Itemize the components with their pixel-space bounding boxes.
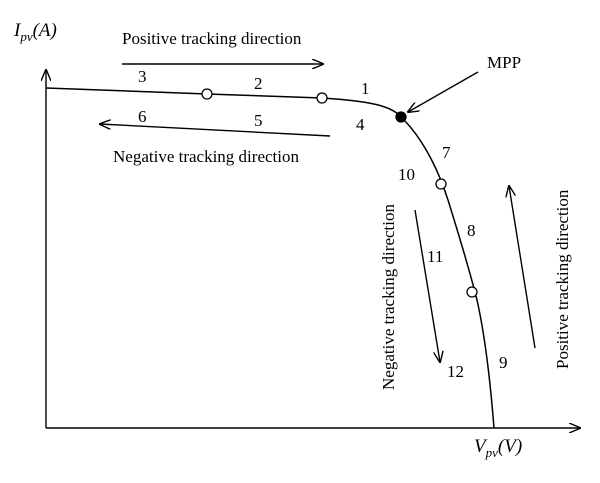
region-label-10: 10	[398, 165, 415, 184]
region-label-11: 11	[427, 247, 443, 266]
region-label-12: 12	[447, 362, 464, 381]
mpp-label: MPP	[487, 53, 521, 72]
region-label-5: 5	[254, 111, 263, 130]
region-label-1: 1	[361, 79, 370, 98]
operating-point-open	[201, 88, 213, 100]
x-axis-label: Vpv(V)	[474, 436, 522, 460]
operating-point-open	[316, 92, 328, 104]
region-label-3: 3	[138, 67, 147, 86]
negative-direction-arrow-top	[100, 124, 331, 137]
positive-direction-label-right: Positive tracking direction	[553, 189, 572, 369]
negative-direction-label-right: Negative tracking direction	[379, 204, 398, 390]
region-label-6: 6	[138, 107, 147, 126]
region-label-2: 2	[254, 74, 263, 93]
negative-direction-label-top: Negative tracking direction	[113, 147, 299, 166]
negative-direction-arrow-right	[414, 209, 440, 362]
positive-direction-label-top: Positive tracking direction	[122, 29, 302, 48]
operating-point-open	[466, 286, 478, 298]
region-label-4: 4	[356, 115, 365, 134]
region-label-7: 7	[442, 143, 451, 162]
mpp-point	[395, 111, 407, 123]
mpp-pointer-arrow	[408, 71, 479, 112]
positive-direction-arrow-right	[509, 186, 536, 349]
region-label-9: 9	[499, 353, 508, 372]
y-axis-label: Ipv(A)	[13, 20, 57, 44]
region-label-8: 8	[467, 221, 476, 240]
iv-curve	[45, 87, 495, 429]
operating-point-open	[435, 178, 447, 190]
